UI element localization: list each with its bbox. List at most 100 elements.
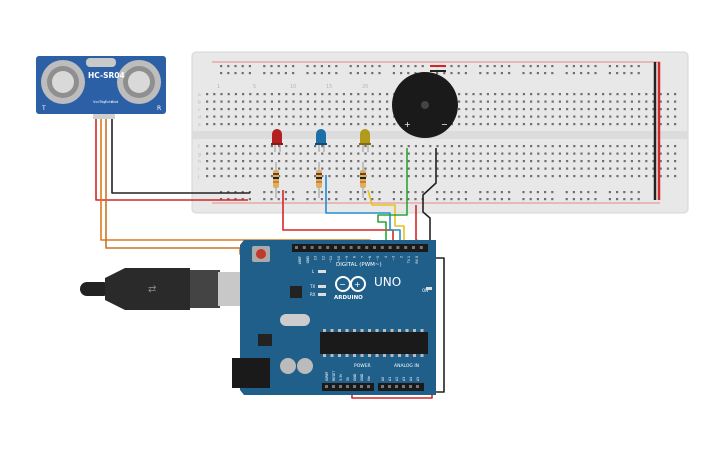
breadboard-hole[interactable] (522, 167, 525, 170)
breadboard-hole[interactable] (479, 175, 482, 178)
breadboard-hole[interactable] (580, 167, 583, 170)
breadboard-hole[interactable] (249, 123, 252, 126)
breadboard-hole[interactable] (458, 123, 461, 126)
breadboard-hole[interactable] (328, 175, 331, 178)
breadboard-hole[interactable] (328, 191, 331, 194)
breadboard-hole[interactable] (573, 93, 576, 96)
breadboard-hole[interactable] (429, 160, 432, 163)
breadboard-hole[interactable] (263, 65, 266, 68)
breadboard-hole[interactable] (609, 100, 612, 103)
breadboard-hole[interactable] (623, 65, 626, 68)
breadboard-hole[interactable] (522, 108, 525, 111)
breadboard-hole[interactable] (587, 191, 590, 194)
breadboard-hole[interactable] (314, 160, 317, 163)
breadboard-hole[interactable] (278, 93, 281, 96)
breadboard-hole[interactable] (515, 100, 518, 103)
breadboard-hole[interactable] (364, 152, 367, 155)
breadboard-hole[interactable] (594, 160, 597, 163)
breadboard-hole[interactable] (608, 72, 611, 75)
breadboard-hole[interactable] (594, 167, 597, 170)
breadboard-hole[interactable] (414, 160, 417, 163)
breadboard-hole[interactable] (400, 167, 403, 170)
breadboard-hole[interactable] (638, 175, 641, 178)
breadboard-hole[interactable] (580, 160, 583, 163)
breadboard-hole[interactable] (479, 72, 482, 75)
breadboard-hole[interactable] (558, 152, 561, 155)
breadboard-hole[interactable] (537, 108, 540, 111)
header-pin[interactable] (295, 246, 298, 249)
breadboard-hole[interactable] (378, 198, 381, 201)
breadboard-hole[interactable] (609, 167, 612, 170)
breadboard-hole[interactable] (472, 100, 475, 103)
led-blue[interactable] (315, 129, 327, 152)
breadboard-hole[interactable] (638, 160, 641, 163)
breadboard-hole[interactable] (234, 108, 237, 111)
breadboard-hole[interactable] (566, 167, 569, 170)
breadboard-hole[interactable] (220, 191, 223, 194)
breadboard-hole[interactable] (616, 191, 619, 194)
breadboard-hole[interactable] (220, 108, 223, 111)
breadboard-hole[interactable] (285, 115, 288, 118)
breadboard-hole[interactable] (270, 123, 273, 126)
breadboard-hole[interactable] (349, 191, 352, 194)
breadboard-hole[interactable] (558, 145, 561, 148)
breadboard-hole[interactable] (220, 123, 223, 126)
breadboard-hole[interactable] (465, 115, 468, 118)
breadboard-hole[interactable] (594, 175, 597, 178)
breadboard-hole[interactable] (645, 175, 648, 178)
breadboard-hole[interactable] (587, 100, 590, 103)
breadboard-hole[interactable] (674, 100, 677, 103)
breadboard-hole[interactable] (314, 123, 317, 126)
breadboard-hole[interactable] (328, 152, 331, 155)
breadboard-hole[interactable] (472, 167, 475, 170)
breadboard-hole[interactable] (371, 160, 374, 163)
breadboard-hole[interactable] (263, 72, 266, 75)
breadboard-hole[interactable] (659, 145, 662, 148)
breadboard-hole[interactable] (306, 175, 309, 178)
breadboard-hole[interactable] (638, 115, 641, 118)
breadboard-hole[interactable] (472, 152, 475, 155)
breadboard-hole[interactable] (335, 115, 338, 118)
breadboard-hole[interactable] (530, 123, 533, 126)
breadboard-hole[interactable] (371, 167, 374, 170)
breadboard-hole[interactable] (522, 198, 525, 201)
breadboard-hole[interactable] (587, 167, 590, 170)
breadboard-hole[interactable] (414, 167, 417, 170)
breadboard-hole[interactable] (436, 145, 439, 148)
breadboard-hole[interactable] (486, 152, 489, 155)
breadboard-hole[interactable] (465, 152, 468, 155)
breadboard-hole[interactable] (400, 175, 403, 178)
power-jack[interactable] (232, 358, 270, 388)
breadboard-hole[interactable] (630, 198, 633, 201)
breadboard-hole[interactable] (357, 145, 360, 148)
breadboard-hole[interactable] (206, 93, 209, 96)
breadboard-hole[interactable] (594, 145, 597, 148)
breadboard-hole[interactable] (242, 108, 245, 111)
breadboard-hole[interactable] (414, 145, 417, 148)
breadboard-hole[interactable] (227, 115, 230, 118)
breadboard-hole[interactable] (364, 72, 367, 75)
breadboard-hole[interactable] (285, 93, 288, 96)
header-pin[interactable] (341, 246, 345, 249)
breadboard-hole[interactable] (609, 152, 612, 155)
breadboard-hole[interactable] (572, 198, 575, 201)
breadboard-hole[interactable] (666, 160, 669, 163)
breadboard-hole[interactable] (213, 108, 216, 111)
breadboard-hole[interactable] (278, 145, 281, 148)
breadboard-hole[interactable] (580, 152, 583, 155)
header-pin[interactable] (332, 385, 335, 388)
breadboard-hole[interactable] (414, 191, 417, 194)
breadboard-hole[interactable] (292, 115, 295, 118)
breadboard-hole[interactable] (335, 160, 338, 163)
breadboard-hole[interactable] (378, 160, 381, 163)
breadboard-hole[interactable] (458, 152, 461, 155)
breadboard-hole[interactable] (242, 93, 245, 96)
breadboard-hole[interactable] (530, 160, 533, 163)
header-pin[interactable] (318, 246, 322, 249)
breadboard-hole[interactable] (450, 191, 453, 194)
breadboard-hole[interactable] (616, 72, 619, 75)
breadboard-hole[interactable] (443, 152, 446, 155)
breadboard-hole[interactable] (486, 160, 489, 163)
breadboard-hole[interactable] (357, 93, 360, 96)
breadboard-hole[interactable] (616, 108, 619, 111)
